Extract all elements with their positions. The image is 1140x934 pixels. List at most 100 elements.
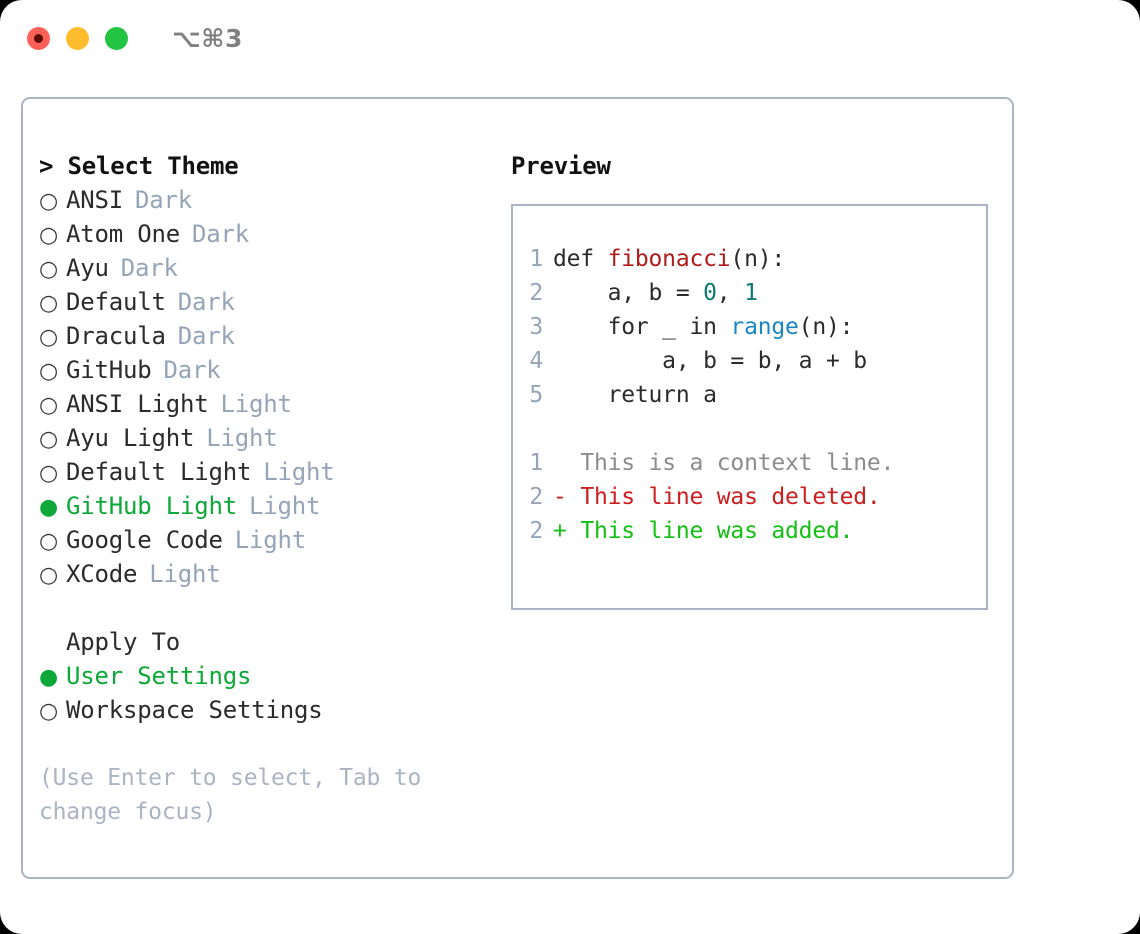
theme-option-label: Atom One [66, 220, 180, 248]
code-token-plain: (n): [730, 246, 786, 272]
keyboard-hint-text: (Use Enter to select, Tab to change focu… [39, 765, 422, 825]
theme-variant-tag: Light [234, 526, 306, 554]
theme-option-label: Ayu Light [66, 424, 195, 452]
code-token-plain: a, b = [553, 280, 704, 306]
theme-option-github[interactable]: ○ GitHub Dark [39, 353, 501, 387]
code-line: 5 return a [513, 378, 986, 412]
theme-option-label: ANSI [66, 186, 123, 214]
theme-variant-tag: Dark [135, 186, 192, 214]
code-line-text: a, b = 0, 1 [553, 276, 758, 310]
theme-option-dracula[interactable]: ○ Dracula Dark [39, 319, 501, 353]
traffic-light-group [27, 26, 128, 50]
spacer [567, 446, 581, 480]
theme-variant-tag: Dark [177, 288, 235, 316]
theme-variant-tag: Dark [163, 356, 221, 384]
radio-empty-icon: ○ [39, 223, 58, 248]
code-token-plain: , [716, 280, 745, 306]
radio-filled-icon: ● [39, 495, 58, 520]
line-number: 1 [529, 246, 543, 272]
theme-option-label: ANSI Light [66, 390, 209, 418]
close-button[interactable] [27, 26, 50, 50]
theme-option-label: Google Code [66, 526, 223, 554]
code-line-text: a, b = b, a + b [553, 344, 867, 378]
theme-variant-tag: Light [206, 424, 278, 452]
theme-option-ayu-light[interactable]: ○ Ayu Light Light [39, 421, 501, 455]
code-token-num: 0 [703, 280, 717, 306]
radio-filled-icon: ● [39, 665, 58, 690]
theme-option-atom-one[interactable]: ○ Atom One Dark [39, 217, 501, 251]
radio-empty-icon: ○ [39, 291, 58, 316]
code-token-plain: def [553, 246, 608, 272]
diff-line-add: 2+ This line was added. [513, 514, 986, 548]
theme-option-ansi[interactable]: ○ ANSI Dark [39, 183, 501, 217]
keyboard-shortcut-label: ⌥⌘3 [172, 23, 243, 53]
line-number: 2 [529, 280, 543, 306]
theme-variant-tag: Light [263, 458, 335, 486]
radio-empty-icon: ○ [39, 427, 58, 452]
theme-option-github-light[interactable]: ● GitHub Light Light [39, 489, 501, 523]
spacer [39, 591, 501, 625]
diff-line-text: This is a context line. [580, 450, 895, 476]
line-number: 1 [529, 450, 543, 476]
line-number: 2 [529, 518, 543, 544]
spacer [513, 412, 986, 446]
code-line-text: return a [553, 378, 717, 412]
radio-empty-icon: ○ [39, 563, 58, 588]
apply-to-option-workspace-settings[interactable]: ○Workspace Settings [39, 693, 501, 727]
minimize-button[interactable] [66, 26, 89, 50]
code-line: 2 a, b = 0, 1 [513, 276, 986, 310]
apply-to-option-label: User Settings [66, 662, 252, 690]
theme-option-default-light[interactable]: ○ Default Light Light [39, 455, 501, 489]
theme-variant-tag: Light [149, 560, 221, 588]
radio-empty-icon: ○ [39, 189, 58, 214]
select-theme-heading: > Select Theme [39, 152, 239, 180]
theme-option-label: XCode [66, 560, 138, 588]
apply-to-list[interactable]: ● User Settings ○Workspace Settings [39, 659, 501, 727]
preview-heading: Preview [511, 152, 611, 180]
code-line-text: for _ in range(n): [553, 310, 854, 344]
code-token-plain: for _ in [553, 314, 731, 340]
title-bar: ⌥⌘3 [0, 0, 1140, 76]
code-token-plain: return a [553, 382, 717, 408]
theme-variant-tag: Dark [120, 254, 178, 282]
theme-option-ansi-light[interactable]: ○ ANSI Light Light [39, 387, 501, 421]
theme-variant-tag: Light [220, 390, 292, 418]
theme-option-label: GitHub [66, 356, 152, 384]
theme-variant-tag: Light [249, 492, 321, 520]
diff-sign [553, 446, 567, 480]
radio-empty-icon: ○ [39, 325, 58, 350]
theme-option-label: Dracula [66, 322, 166, 350]
diff-sign: - [553, 484, 567, 510]
theme-option-label: Ayu [66, 254, 109, 282]
line-number: 3 [529, 314, 543, 340]
theme-option-label: Default Light [66, 458, 252, 486]
apply-to-option-label: Workspace Settings [66, 696, 323, 724]
radio-empty-icon: ○ [39, 257, 58, 282]
theme-option-label: GitHub Light [66, 492, 237, 520]
spacer [567, 514, 581, 548]
radio-empty-icon: ○ [39, 461, 58, 486]
maximize-button[interactable] [105, 26, 128, 50]
theme-variant-tag: Dark [177, 322, 235, 350]
diff-line-text: This line was deleted. [580, 484, 881, 510]
radio-empty-icon: ○ [39, 393, 58, 418]
code-token-plain: (n): [798, 314, 854, 340]
radio-empty-icon: ○ [39, 359, 58, 384]
diff-line-del: 2- This line was deleted. [513, 480, 986, 514]
line-number: 4 [529, 348, 543, 374]
apply-to-option-user-settings[interactable]: ● User Settings [39, 659, 501, 693]
theme-option-ayu[interactable]: ○ Ayu Dark [39, 251, 501, 285]
theme-option-xcode[interactable]: ○ XCode Light [39, 557, 501, 591]
theme-variant-tag: Dark [192, 220, 249, 248]
spacer [567, 480, 581, 514]
diff-line-text: This line was added. [580, 518, 854, 544]
